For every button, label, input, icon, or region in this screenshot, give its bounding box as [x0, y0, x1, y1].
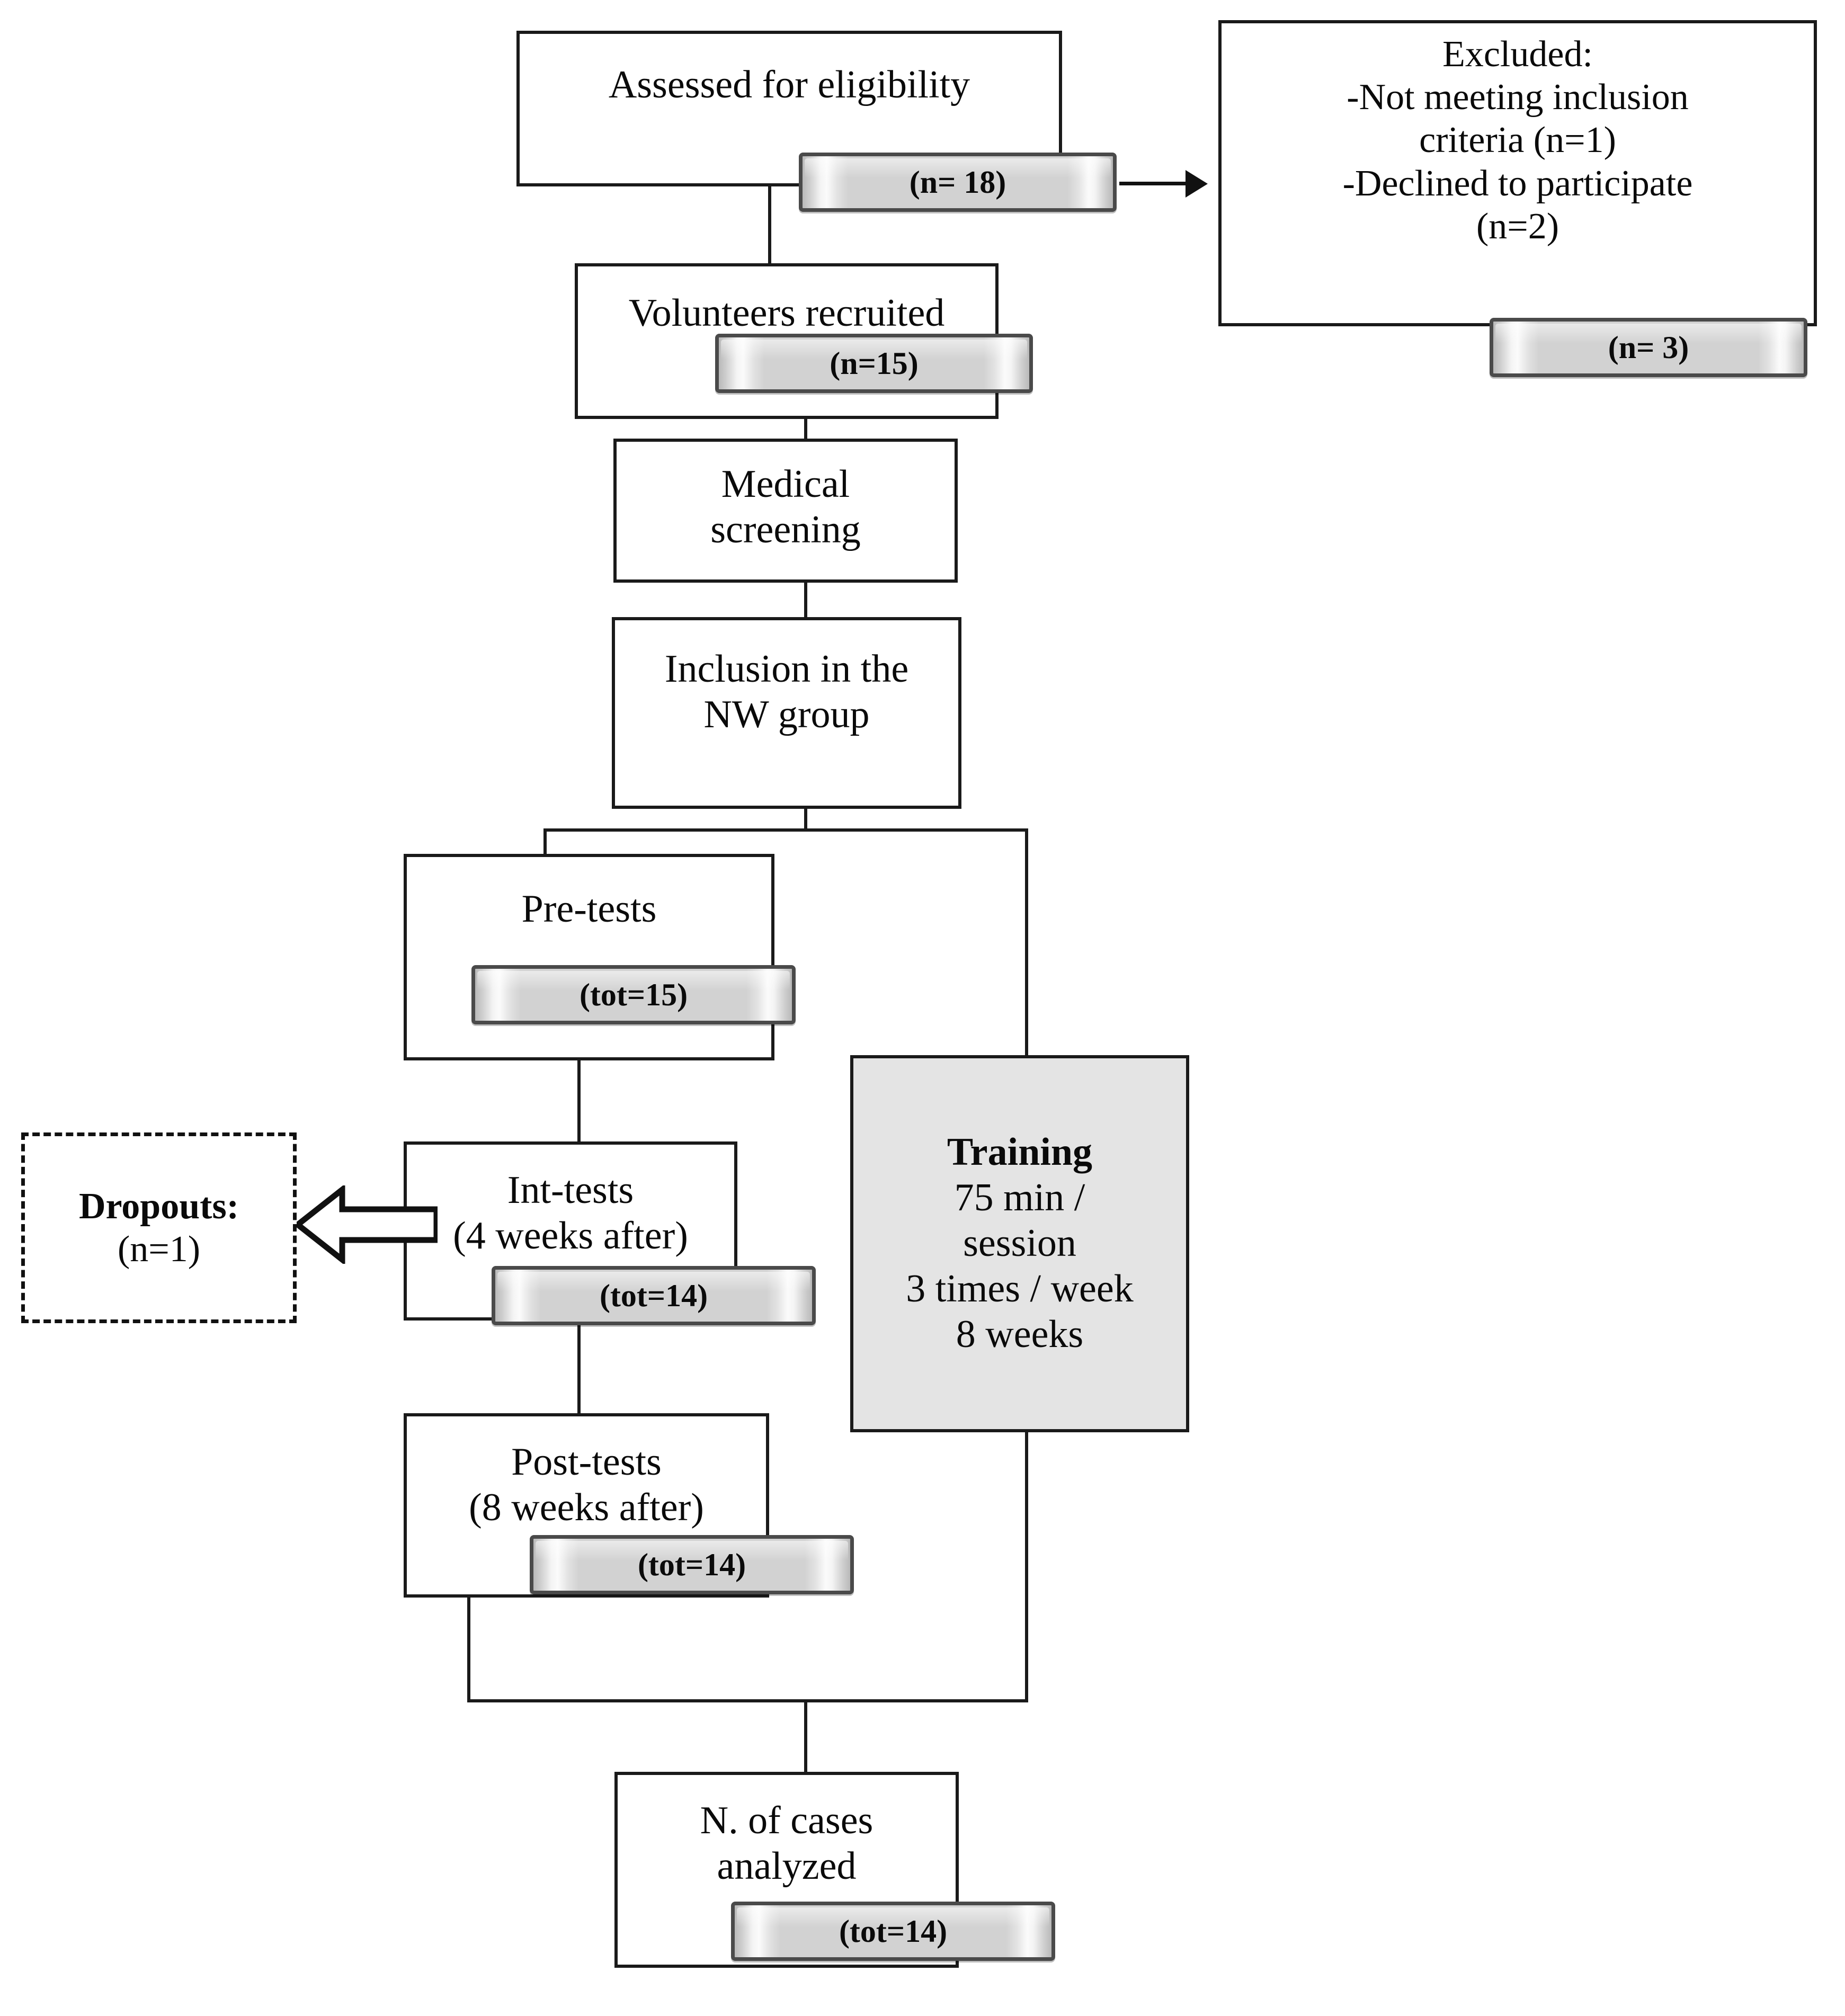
arrow-assessed-to-excluded-shaft [1119, 182, 1191, 185]
badge-pretests-count[interactable]: (tot=15) [471, 965, 796, 1024]
node-training-detail: 75 min / session 3 times / week 8 weeks [906, 1176, 1134, 1356]
node-dropouts-count: (n=1) [117, 1229, 201, 1270]
badge-excluded-count[interactable]: (n= 3) [1490, 318, 1807, 377]
connector-posttests-to-merge [467, 1584, 470, 1702]
badge-analyzed-text: (tot=14) [839, 1913, 948, 1949]
connector-pretests-to-inttests [577, 1057, 581, 1144]
node-inclusion-nw-group[interactable]: Inclusion in the NW group [612, 617, 961, 809]
node-dropouts[interactable]: Dropouts: (n=1) [21, 1132, 297, 1323]
node-inttests-label: Int-tests (4 weeks after) [453, 1168, 688, 1257]
badge-posttests-count[interactable]: (tot=14) [530, 1535, 854, 1594]
connector-merge-bus [467, 1699, 1028, 1702]
node-inclusion-label: Inclusion in the NW group [664, 647, 909, 736]
badge-assessed-count[interactable]: (n= 18) [799, 153, 1117, 212]
badge-pretests-text: (tot=15) [579, 977, 688, 1012]
node-medical-label: Medical screening [710, 462, 861, 551]
node-excluded-label: Excluded: -Not meeting inclusion criteri… [1342, 34, 1693, 247]
connector-assessed-to-volunteers [768, 186, 771, 265]
connector-medical-to-inclusion [804, 581, 807, 618]
block-arrow-inttests-to-dropouts [293, 1183, 440, 1266]
arrow-assessed-to-excluded-head [1186, 170, 1208, 198]
badge-posttests-text: (tot=14) [637, 1547, 746, 1582]
node-excluded[interactable]: Excluded: -Not meeting inclusion criteri… [1218, 20, 1817, 326]
badge-inttests-count[interactable]: (tot=14) [492, 1266, 816, 1325]
node-assessed-for-eligibility[interactable]: Assessed for eligibility [516, 31, 1062, 186]
node-training-title: Training [947, 1130, 1093, 1174]
connector-split-to-pretests [543, 828, 547, 856]
connector-training-to-merge [1025, 1432, 1028, 1702]
badge-analyzed-count[interactable]: (tot=14) [731, 1902, 1055, 1961]
node-posttests-label: Post-tests (8 weeks after) [469, 1440, 704, 1529]
badge-excluded-text: (n= 3) [1608, 329, 1689, 365]
connector-merge-to-analyzed [804, 1699, 807, 1773]
badge-inttests-text: (tot=14) [599, 1278, 708, 1313]
node-assessed-label: Assessed for eligibility [608, 63, 970, 106]
node-volunteers-label: Volunteers recruited [628, 291, 945, 335]
node-pre-tests[interactable]: Pre-tests [404, 854, 774, 1060]
connector-inclusion-to-split [804, 808, 807, 832]
node-pretests-label: Pre-tests [521, 887, 657, 931]
badge-volunteers-count[interactable]: (n=15) [715, 334, 1033, 393]
badge-assessed-text: (n= 18) [909, 164, 1006, 200]
connector-split-bus [543, 828, 1028, 832]
badge-volunteers-text: (n=15) [830, 345, 919, 381]
connector-split-to-training [1025, 828, 1028, 1056]
node-dropouts-title: Dropouts: [78, 1185, 239, 1227]
node-medical-screening[interactable]: Medical screening [613, 439, 958, 583]
node-training[interactable]: Training 75 min / session 3 times / week… [850, 1055, 1189, 1432]
connector-inttests-to-posttests [577, 1318, 581, 1413]
node-analyzed-label: N. of cases analyzed [700, 1799, 874, 1888]
